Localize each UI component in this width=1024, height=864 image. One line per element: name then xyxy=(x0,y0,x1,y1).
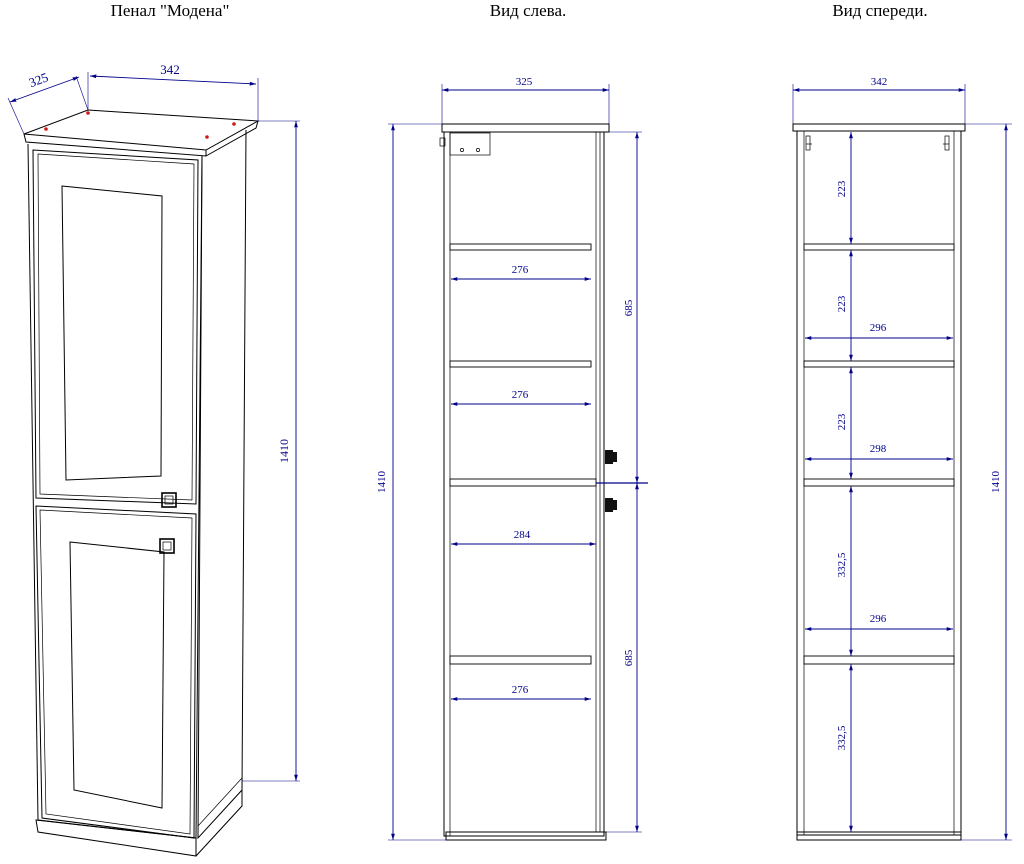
iso-height-dimension: 1410 xyxy=(242,120,300,782)
front-height-dimension: 1410 xyxy=(961,123,1012,841)
svg-text:298: 298 xyxy=(870,443,887,455)
iso-depth-dimension: 325 xyxy=(7,69,89,135)
left-width-dimension: 325 xyxy=(441,76,610,124)
svg-text:1410: 1410 xyxy=(376,471,388,494)
iso-top-slab xyxy=(23,109,260,151)
lower-door-handle xyxy=(159,538,175,554)
svg-text:1410: 1410 xyxy=(277,439,291,463)
iso-view-title: Пенал "Модена" xyxy=(111,1,230,20)
hinge-marker xyxy=(205,135,209,139)
left-shelf-4-dimension: 276 xyxy=(451,684,591,701)
upper-door-handle xyxy=(161,492,177,508)
svg-text:325: 325 xyxy=(27,69,50,90)
svg-text:325: 325 xyxy=(516,76,533,88)
svg-text:332,5: 332,5 xyxy=(836,725,848,750)
svg-text:342: 342 xyxy=(160,62,180,77)
svg-text:223: 223 xyxy=(836,180,848,197)
svg-text:276: 276 xyxy=(512,264,529,276)
svg-text:332,5: 332,5 xyxy=(836,552,848,577)
front-top-board xyxy=(792,123,966,132)
svg-text:276: 276 xyxy=(512,684,529,696)
front-gap-1-dimension: 223 xyxy=(836,132,853,244)
svg-text:296: 296 xyxy=(870,613,887,625)
left-upper-section-dimension: 685 xyxy=(609,131,642,483)
front-gap-4-dimension: 332,5 xyxy=(836,486,853,656)
left-shelf-2-dimension: 276 xyxy=(451,389,591,406)
svg-text:276: 276 xyxy=(512,389,529,401)
front-gap-3-dimension: 223 xyxy=(836,367,853,479)
hinge-marker xyxy=(232,122,236,126)
iso-width-dimension: 342 xyxy=(87,62,259,121)
iso-lower-door xyxy=(35,505,197,839)
svg-text:685: 685 xyxy=(623,649,635,666)
left-height-dimension: 1410 xyxy=(376,123,446,841)
front-shelf-3-dimension: 296 xyxy=(805,613,953,631)
front-shelf-2-dimension: 298 xyxy=(805,443,953,461)
iso-cabinet xyxy=(23,109,260,857)
svg-text:284: 284 xyxy=(514,529,531,541)
left-view-cabinet xyxy=(439,123,648,841)
front-view-cabinet xyxy=(792,123,966,841)
left-lower-section-dimension: 685 xyxy=(606,483,642,833)
iso-upper-door xyxy=(32,149,199,505)
left-top-board xyxy=(441,123,610,133)
front-shelf-1-dimension: 296 xyxy=(805,322,953,340)
front-gap-5-dimension: 332,5 xyxy=(836,664,853,832)
svg-text:1410: 1410 xyxy=(990,471,1002,494)
lower-knob xyxy=(605,498,613,512)
hinge-marker xyxy=(86,111,90,115)
upper-knob xyxy=(605,450,613,464)
front-width-dimension: 342 xyxy=(792,76,966,124)
hinge-marker xyxy=(44,127,48,131)
front-gap-2-dimension: 223 xyxy=(836,250,853,361)
front-view-title: Вид спереди. xyxy=(832,1,927,20)
left-view-title: Вид слева. xyxy=(490,1,567,20)
left-shelf-3-dimension: 284 xyxy=(451,529,596,546)
svg-text:296: 296 xyxy=(870,322,887,334)
left-shelf-1-dimension: 276 xyxy=(451,264,591,281)
svg-text:342: 342 xyxy=(871,76,888,88)
svg-text:223: 223 xyxy=(836,413,848,430)
svg-text:685: 685 xyxy=(623,299,635,316)
svg-text:223: 223 xyxy=(836,295,848,312)
